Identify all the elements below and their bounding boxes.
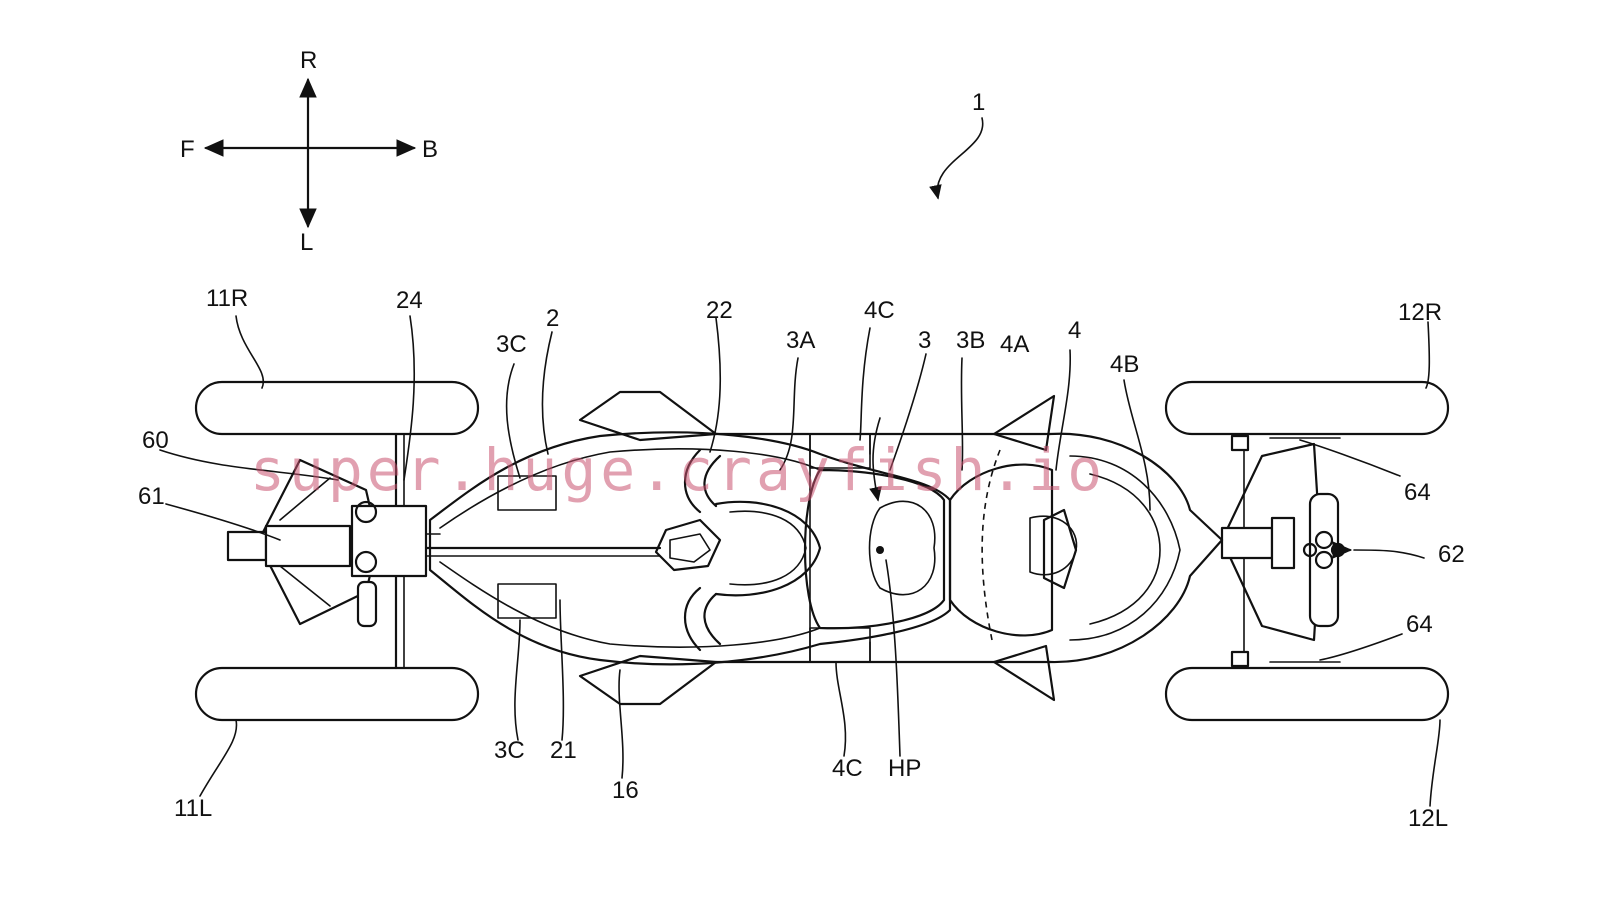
label-11r: 11R [206, 285, 248, 312]
front-end-block [226, 530, 268, 562]
label-4c-bottom: 4C [832, 755, 863, 782]
label-4b: 4B [1110, 351, 1139, 378]
label-4a: 4A [1000, 331, 1029, 358]
dir-back-label: B [422, 136, 438, 163]
panel-4c-top [809, 433, 871, 469]
label-3: 3 [918, 327, 931, 354]
rear-differential [1308, 492, 1340, 628]
label-3b: 3B [956, 327, 985, 354]
label-24: 24 [396, 287, 423, 314]
label-3c-top: 3C [496, 331, 527, 358]
label-61: 61 [138, 483, 165, 510]
rear-suspension [1220, 433, 1353, 669]
label-3c-bottom: 3C [494, 737, 525, 764]
box-3c-bottom [497, 583, 557, 619]
label-60: 60 [142, 427, 169, 454]
wheel-front-left [194, 666, 480, 722]
figure-ref: 1 [929, 89, 985, 200]
watermark: super.huge.crayfish.io [250, 436, 1106, 504]
wheel-rear-left [1164, 666, 1450, 722]
leader-lines [159, 315, 1441, 807]
label-11l: 11L [174, 795, 212, 822]
reference-labels: 11R 24 3C 2 22 3A 4C 3 3B 4A 4 4B 12R 60… [138, 285, 1465, 832]
label-62: 62 [1438, 541, 1465, 568]
label-hp: HP [888, 755, 921, 782]
direction-compass: R L F B [180, 47, 438, 256]
wheel-rear-right [1164, 380, 1450, 436]
label-21: 21 [550, 737, 577, 764]
label-22: 22 [706, 297, 733, 324]
label-16: 16 [612, 777, 639, 804]
dir-left-label: L [300, 229, 313, 256]
front-steering-housing [264, 524, 352, 568]
label-2: 2 [546, 305, 559, 332]
label-3a: 3A [786, 327, 815, 354]
figure-ref-label: 1 [972, 89, 985, 116]
dir-front-label: F [180, 136, 195, 163]
front-suspension [226, 432, 441, 670]
dir-right-label: R [300, 47, 317, 74]
wheel-front-right [194, 380, 480, 436]
label-4: 4 [1068, 317, 1081, 344]
wheels [194, 380, 1450, 722]
label-4c-top: 4C [864, 297, 895, 324]
vehicle-body [424, 390, 1224, 706]
label-12l: 12L [1408, 805, 1448, 832]
label-64-bottom: 64 [1406, 611, 1433, 638]
box-3c-top [497, 475, 557, 511]
label-12r: 12R [1398, 299, 1442, 326]
front-mechanism [350, 504, 428, 578]
label-64-top: 64 [1404, 479, 1431, 506]
rear-housing [1220, 526, 1274, 560]
